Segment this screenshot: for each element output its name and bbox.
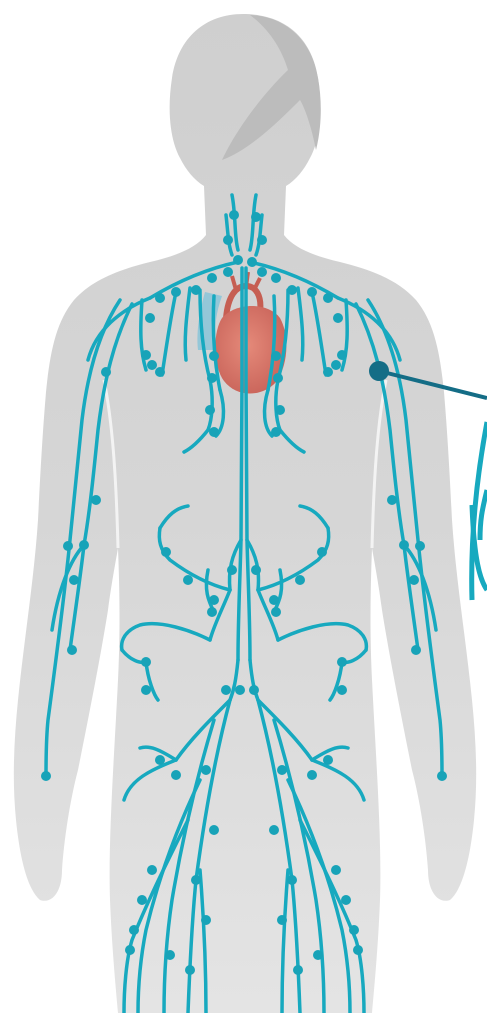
lymph-node <box>201 765 211 775</box>
lymph-node <box>287 285 297 295</box>
lymph-node <box>251 212 261 222</box>
lymph-node <box>273 373 283 383</box>
lymph-node <box>209 427 219 437</box>
body-silhouette <box>14 14 476 1013</box>
lymph-node <box>147 865 157 875</box>
lymph-node <box>337 657 347 667</box>
lymph-node <box>155 755 165 765</box>
lymph-node <box>249 685 259 695</box>
lymph-node <box>201 915 211 925</box>
lymph-node <box>141 350 151 360</box>
lymph-node <box>331 865 341 875</box>
lymph-node <box>317 547 327 557</box>
lymph-node <box>323 367 333 377</box>
lymph-node <box>251 565 261 575</box>
lymph-node <box>141 657 151 667</box>
lymph-node <box>207 273 217 283</box>
lymph-node <box>349 925 359 935</box>
lymph-node <box>277 765 287 775</box>
lymph-node <box>295 575 305 585</box>
lymph-node <box>205 405 215 415</box>
lymph-node <box>141 685 151 695</box>
lymph-node <box>331 360 341 370</box>
lymph-node <box>101 367 111 377</box>
lymph-node <box>209 351 219 361</box>
lymph-node <box>137 895 147 905</box>
lymph-node <box>227 565 237 575</box>
lymph-node <box>63 541 73 551</box>
lymph-node <box>229 210 239 220</box>
lymph-node <box>437 771 447 781</box>
lymph-node <box>271 351 281 361</box>
lymph-node <box>275 405 285 415</box>
lymph-node <box>41 771 51 781</box>
lymph-node <box>409 575 419 585</box>
lymph-node <box>79 540 89 550</box>
lymph-node <box>411 645 421 655</box>
lymph-node <box>313 950 323 960</box>
lymph-node <box>191 285 201 295</box>
lymph-node <box>307 770 317 780</box>
callout-arc-middle <box>480 490 487 540</box>
lymph-node <box>277 915 287 925</box>
lymph-node <box>125 945 135 955</box>
lymph-node <box>269 595 279 605</box>
lymph-node <box>69 575 79 585</box>
lymph-node <box>191 875 201 885</box>
lymph-node <box>207 373 217 383</box>
lymph-node <box>171 770 181 780</box>
lymph-node <box>387 495 397 505</box>
lymph-node <box>269 825 279 835</box>
lymph-node <box>323 293 333 303</box>
lymph-node <box>415 541 425 551</box>
lymph-node <box>271 607 281 617</box>
lymph-node <box>235 685 245 695</box>
lymph-node <box>353 945 363 955</box>
lymph-node <box>337 685 347 695</box>
lymph-node <box>129 925 139 935</box>
lymph-node <box>233 255 243 265</box>
lymph-node <box>221 685 231 695</box>
lymph-node <box>271 427 281 437</box>
lymph-node <box>257 235 267 245</box>
lymph-node <box>155 293 165 303</box>
body-outline <box>14 14 476 1013</box>
lymph-node <box>165 950 175 960</box>
lymph-node <box>183 575 193 585</box>
lymph-node <box>247 257 257 267</box>
lymph-node <box>293 965 303 975</box>
lymph-node <box>209 595 219 605</box>
lymph-node <box>307 287 317 297</box>
lymph-node <box>145 313 155 323</box>
lymph-node <box>333 313 343 323</box>
lymph-node <box>147 360 157 370</box>
lymph-node <box>161 547 171 557</box>
lymph-node <box>91 495 101 505</box>
lymph-node <box>287 875 297 885</box>
lymph-node <box>209 825 219 835</box>
pointer-dot-icon <box>369 361 389 381</box>
lymph-node <box>207 607 217 617</box>
lymph-node <box>223 267 233 277</box>
lymph-node <box>399 540 409 550</box>
lymph-node <box>341 895 351 905</box>
lymph-node <box>67 645 77 655</box>
lymph-node <box>271 273 281 283</box>
lymph-node <box>171 287 181 297</box>
lymph-node <box>257 267 267 277</box>
lymph-node <box>155 367 165 377</box>
lymph-node <box>323 755 333 765</box>
lymph-node <box>223 235 233 245</box>
lymph-node <box>337 350 347 360</box>
lymph-node <box>185 965 195 975</box>
